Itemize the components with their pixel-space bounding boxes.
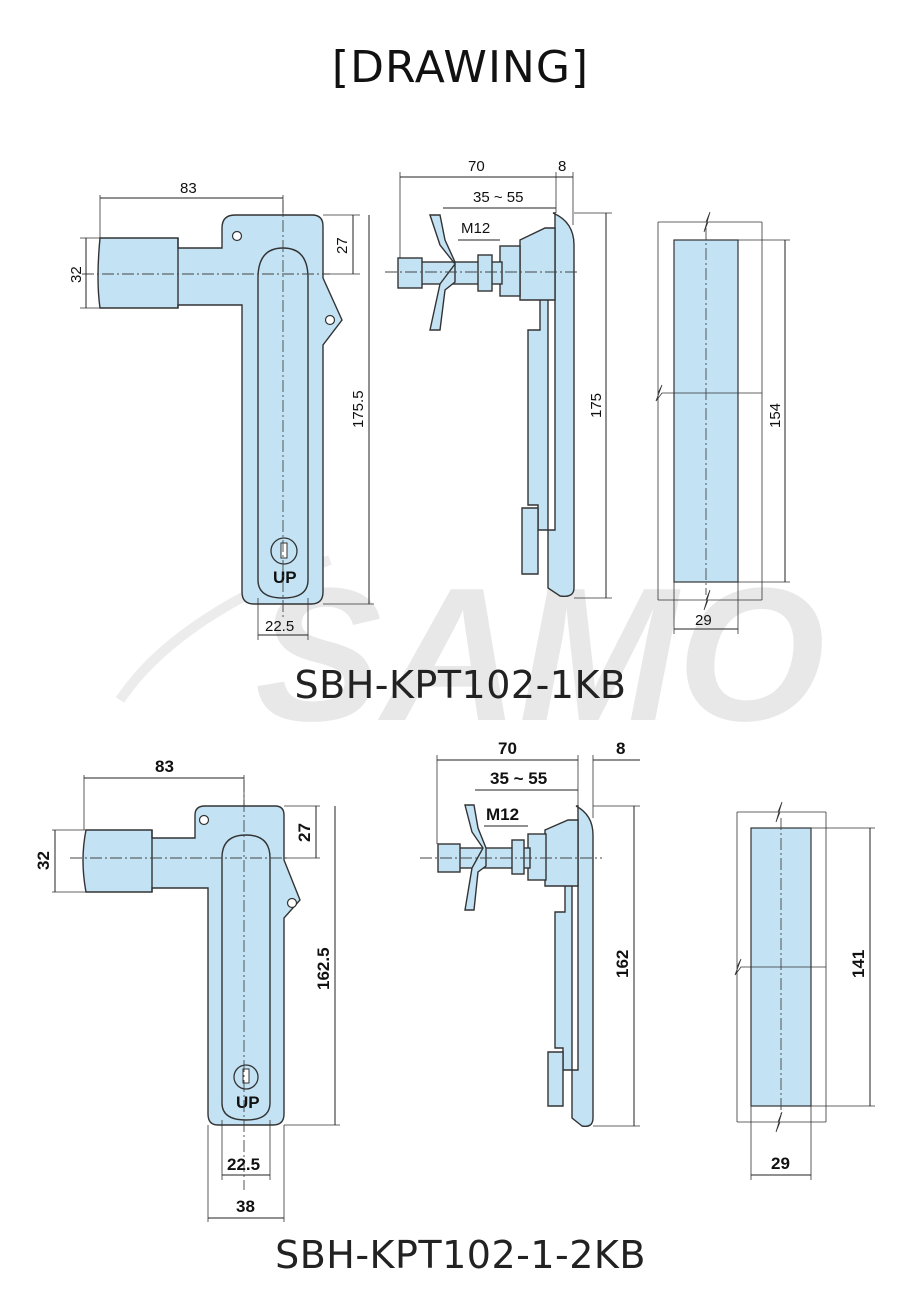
- dim-154: 154: [767, 403, 784, 428]
- model-2-caption: SBH-KPT102-1-2KB: [275, 1233, 646, 1277]
- dim-32-b: 32: [34, 851, 53, 870]
- model-2-side-view: 70 8 35 ~ 55 M12 162: [420, 739, 640, 1128]
- dim-83-b: 83: [155, 757, 174, 776]
- dim-27: 27: [334, 237, 351, 254]
- thread-m12: M12: [461, 220, 490, 237]
- dim-27-b: 27: [295, 823, 314, 842]
- model-1-side-view: 70 8 35 ~ 55 M12 175: [385, 158, 612, 599]
- watermark: SAMO: [255, 549, 825, 761]
- dim-175-5: 175.5: [350, 390, 367, 428]
- dim-8-b: 8: [616, 739, 625, 758]
- model-2-front-view: UP 83 32 27 162.5 22.5 38: [34, 757, 340, 1222]
- dim-38: 38: [236, 1197, 255, 1216]
- model-1-caption: SBH-KPT102-1KB: [294, 663, 627, 707]
- dim-35-55: 35 ~ 55: [473, 189, 523, 206]
- dim-141: 141: [849, 950, 868, 978]
- dim-8: 8: [558, 158, 566, 175]
- model-2-cutout: 141 29: [734, 801, 875, 1180]
- key-mark-1: UP: [273, 568, 297, 587]
- dim-22-5: 22.5: [265, 618, 294, 635]
- page-title: [DRAWING]: [331, 42, 590, 93]
- dim-70-b: 70: [498, 739, 517, 758]
- dim-175: 175: [588, 393, 605, 418]
- dim-22-5-b: 22.5: [227, 1155, 260, 1174]
- dim-162-5: 162.5: [314, 947, 333, 990]
- dim-32: 32: [68, 266, 85, 283]
- dim-162: 162: [613, 950, 632, 978]
- dim-29: 29: [695, 612, 712, 629]
- model-1-cutout: 154 29: [655, 211, 790, 634]
- dim-29-b: 29: [771, 1154, 790, 1173]
- model-1-front-view: UP 83 32 27 175.5 22.5: [68, 180, 374, 640]
- dim-83: 83: [180, 180, 197, 197]
- dim-35-55-b: 35 ~ 55: [490, 769, 547, 788]
- dim-70: 70: [468, 158, 485, 175]
- key-mark-2: UP: [236, 1093, 260, 1112]
- thread-m12-b: M12: [486, 805, 519, 824]
